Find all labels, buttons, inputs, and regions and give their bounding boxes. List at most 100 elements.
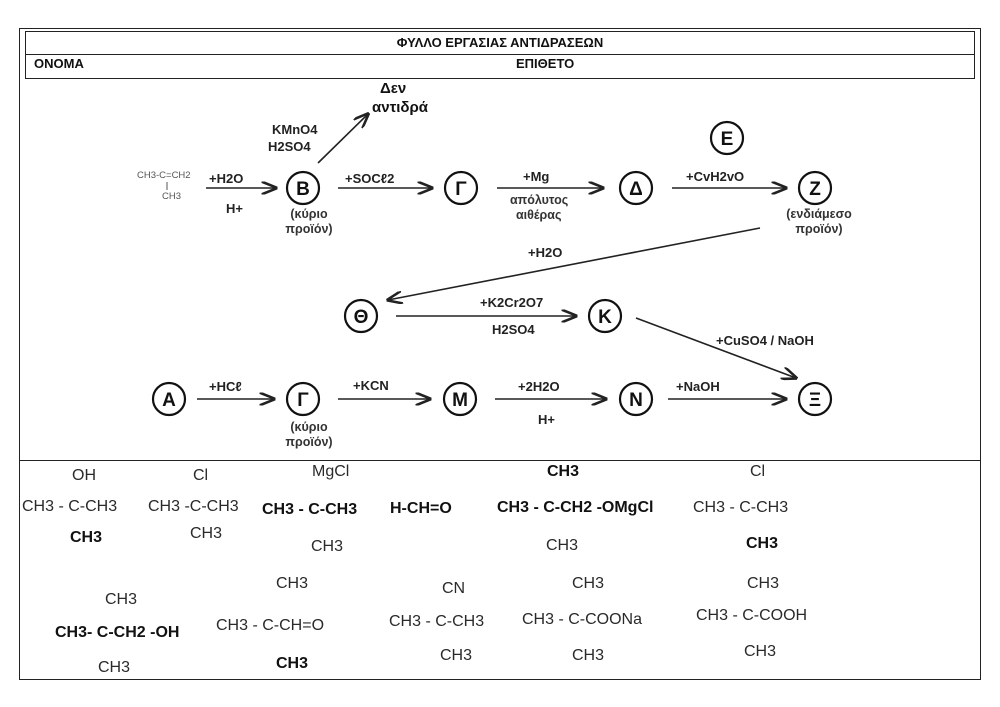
node-k: K	[598, 307, 612, 328]
node-n: N	[629, 390, 643, 411]
tile8-mid: CH3 - C-CH=O	[216, 617, 324, 634]
caption-main-product-2b: προϊόν)	[285, 435, 332, 449]
caption-main-product-1a: (κύριο	[290, 207, 328, 221]
tile3-mid: CH3 - C-CH3	[262, 501, 357, 518]
tile5-bottom: CH3	[546, 537, 578, 554]
tile1-mid: CH3 - C-CH3	[22, 498, 117, 515]
tile4-mid: H-CH=O	[390, 500, 452, 517]
tile9-mid: CH3 - C-CH3	[389, 613, 484, 630]
tile5-top: CH3	[547, 463, 579, 480]
reagent-acid-1: H+	[226, 201, 243, 216]
node-theta: Θ	[354, 307, 369, 328]
answer-tile-alkoxide[interactable]: CH3 CH3 - C-CH2 -OMgCl CH3	[497, 463, 653, 554]
reagent-ether-line2: αιθέρας	[516, 208, 561, 222]
tile6-bottom: CH3	[746, 535, 778, 552]
reagent-water-3: +2H2O	[518, 379, 560, 394]
node-g: Γ	[455, 179, 467, 200]
no-reaction-line2: αντιδρά	[372, 99, 429, 116]
answer-tile-pivalic-acid[interactable]: CH3 CH3 - C-COOH CH3	[696, 575, 807, 660]
tile10-top: CH3	[572, 575, 604, 592]
caption-intermediate-b: προϊόν)	[795, 222, 842, 236]
tile11-top: CH3	[747, 575, 779, 592]
start-formula-bottom: CH3	[162, 191, 181, 202]
answer-tile-tert-butanol[interactable]: OH CH3 - C-CH3 CH3	[22, 467, 117, 546]
tile2-bottom: CH3	[190, 525, 222, 542]
answer-tile-nitrile[interactable]: CN CH3 - C-CH3 CH3	[389, 580, 484, 664]
tile10-mid: CH3 - C-COONa	[522, 611, 642, 628]
node-m: M	[452, 390, 468, 411]
name-field-label[interactable]: ΟΝΟΜΑ	[34, 56, 84, 71]
arrow-no-reaction	[317, 114, 368, 164]
node-b-circle	[285, 170, 321, 206]
reagent-water-2: +H2O	[528, 245, 562, 260]
tile1-top: OH	[72, 467, 96, 484]
worksheet-frame	[19, 28, 981, 680]
reagent-naoh: +NaOH	[676, 379, 720, 394]
answer-tile-tert-butyl-chloride[interactable]: Cl CH3 -C-CH3 CH3	[148, 467, 239, 542]
node-a: A	[162, 390, 176, 411]
reagent-h2so4-mid: H2SO4	[492, 322, 535, 337]
node-e: E	[721, 129, 734, 150]
node-xi: Ξ	[809, 390, 821, 411]
reagent-dichromate: +K2Cr2O7	[480, 295, 543, 310]
arrow-to-theta	[388, 227, 761, 300]
answer-tile-formaldehyde[interactable]: H-CH=O	[390, 500, 452, 517]
answer-tile-sodium-salt[interactable]: CH3 CH3 - C-COONa CH3	[522, 575, 642, 664]
answer-tile-grignard[interactable]: MgCl CH3 - C-CH3 CH3	[262, 463, 357, 555]
tile9-bottom: CH3	[440, 647, 472, 664]
tile7-bottom: CH3	[98, 659, 130, 676]
reagent-hcl: +HCℓ	[209, 379, 242, 394]
tile2-top: Cl	[193, 467, 208, 484]
no-reaction-line1: Δεν	[380, 80, 406, 97]
reagent-socl2: +SOCℓ2	[345, 171, 394, 186]
tile5-mid: CH3 - C-CH2 -OMgCl	[497, 499, 653, 516]
node-theta-circle	[343, 298, 379, 334]
node-d-circle	[618, 170, 654, 206]
header-table: ΦΥΛΛΟ ΕΡΓΑΣΙΑΣ ΑΝΤΙΔΡΑΣΕΩΝ ΟΝΟΜΑ ΕΠΙΘΕΤΟ	[25, 31, 975, 79]
reagent-kcn: +KCN	[353, 378, 389, 393]
worksheet-title: ΦΥΛΛΟ ΕΡΓΑΣΙΑΣ ΑΝΤΙΔΡΑΣΕΩΝ	[26, 32, 974, 55]
tile10-bottom: CH3	[572, 647, 604, 664]
arrow-k-to-xi	[635, 317, 796, 378]
node-g2-circle	[285, 381, 321, 417]
reagent-kmno4: KMnO4	[272, 122, 318, 137]
answer-tile-neopentyl-alcohol[interactable]: CH3 CH3- C-CH2 -OH CH3	[55, 591, 179, 676]
answer-tile-tert-butyl-chloride-2[interactable]: Cl CH3 - C-CH3 CH3	[693, 463, 788, 552]
reagent-carbonyl: +CvH2vO	[686, 169, 744, 184]
node-e-circle	[709, 120, 745, 156]
starting-alkene: CH3-C=CH2 CH3	[137, 170, 191, 202]
tile7-mid: CH3- C-CH2 -OH	[55, 624, 179, 641]
tile8-bottom: CH3	[276, 655, 308, 672]
answer-tile-pivaldehyde[interactable]: CH3 CH3 - C-CH=O CH3	[216, 575, 324, 672]
caption-main-product-1b: προϊόν)	[285, 222, 332, 236]
tile11-mid: CH3 - C-COOH	[696, 607, 807, 624]
tile3-bottom: CH3	[311, 538, 343, 555]
tile6-mid: CH3 - C-CH3	[693, 499, 788, 516]
node-g2: Γ	[297, 390, 309, 411]
reagent-ether-line1: απόλυτος	[510, 193, 568, 207]
node-b: B	[296, 179, 310, 200]
tile7-top: CH3	[105, 591, 137, 608]
tile2-mid: CH3 -C-CH3	[148, 498, 239, 515]
node-m-circle	[442, 381, 478, 417]
node-z: Z	[809, 179, 821, 200]
tile6-top: Cl	[750, 463, 765, 480]
reagent-h2so4-top: H2SO4	[268, 139, 311, 154]
reagent-fehling: +CuSO4 / NaOH	[716, 333, 814, 348]
node-a-circle	[151, 381, 187, 417]
node-g-circle	[443, 170, 479, 206]
tile1-bottom: CH3	[70, 529, 102, 546]
reagent-mg: +Mg	[523, 169, 549, 184]
tile8-top: CH3	[276, 575, 308, 592]
start-formula-top: CH3-C=CH2	[137, 170, 191, 181]
surname-field-label[interactable]: ΕΠΙΘΕΤΟ	[516, 56, 575, 71]
node-xi-circle	[797, 381, 833, 417]
node-d: Δ	[629, 179, 643, 200]
node-n-circle	[618, 381, 654, 417]
reagent-acid-2: H+	[538, 412, 555, 427]
tile9-top: CN	[442, 580, 465, 597]
caption-main-product-2a: (κύριο	[290, 420, 328, 434]
caption-intermediate-a: (ενδιάμεσο	[786, 207, 852, 221]
reagent-water-1: +H2O	[209, 171, 243, 186]
